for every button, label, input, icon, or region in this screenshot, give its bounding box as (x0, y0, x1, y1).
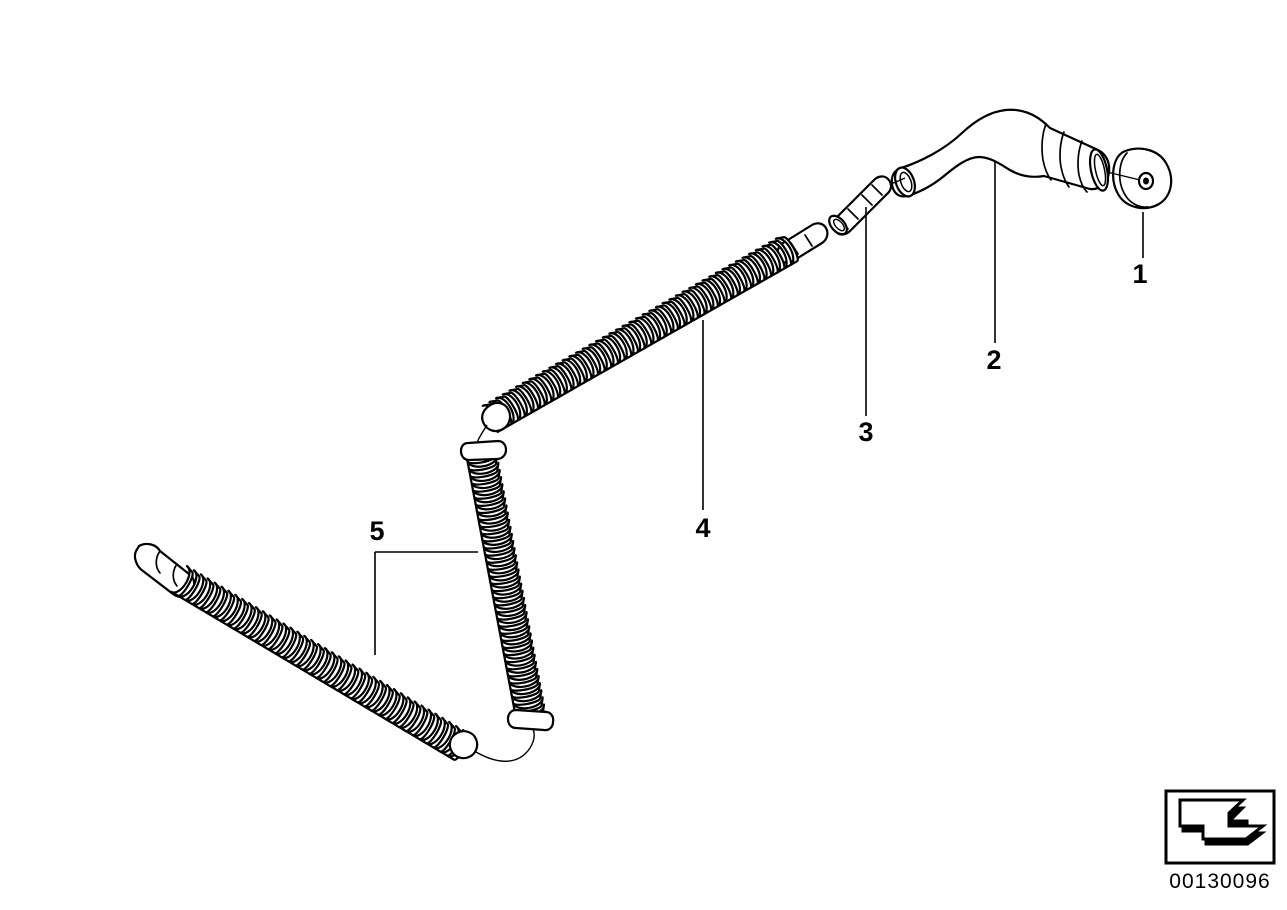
connector-left-bore (832, 218, 846, 232)
collar-rib-3 (1077, 140, 1088, 193)
part-5-lower-corrugated-hose[interactable] (133, 439, 555, 762)
connector-rib-3 (861, 194, 873, 206)
callout-number-1: 1 (1132, 259, 1147, 289)
hose5-cuff-rib-1 (155, 550, 161, 574)
callout-leader-lines (374, 162, 1144, 655)
callout-number-3: 3 (858, 417, 873, 447)
hose4-cuff-rib-2 (804, 234, 813, 247)
collar-rib-2 (1059, 131, 1070, 188)
hose5-cuff-rib-2 (172, 563, 178, 587)
diagram-id-number: 00130096 (1169, 870, 1270, 893)
hose5-diagonal-right-end (448, 730, 479, 760)
part-3-connector-nipple[interactable] (826, 175, 906, 237)
collar-rib-1 (1041, 123, 1052, 181)
part-1-sealing-cap[interactable] (1112, 147, 1173, 210)
hose-body (890, 108, 1111, 198)
hose5-vertical-corrugation-group (463, 440, 547, 728)
hose5-vertical-top-end (459, 439, 508, 462)
hose4-corrugation-group (481, 236, 799, 433)
cap-center-hole-inner (1143, 177, 1149, 185)
hose-right-bore (1093, 153, 1107, 187)
leader-line-5 (374, 551, 478, 655)
connector-assembly-guide-line (890, 177, 906, 185)
hose5-v-junction-link (475, 728, 535, 762)
hose5-vertical-bottom-end (506, 708, 555, 732)
diagram-footer: 00130096 (1164, 789, 1276, 893)
cap-rim-edge (1118, 152, 1149, 208)
arrow-up-left-3d-icon (1178, 798, 1268, 841)
hose4-corrugation-ring (774, 236, 799, 266)
callout-number-2: 2 (986, 345, 1001, 375)
hose-left-bore (899, 171, 913, 193)
part-2-curved-vacuum-hose[interactable] (890, 108, 1141, 199)
connector-rib-4 (871, 184, 883, 196)
connector-rib-2 (847, 208, 859, 220)
cap-assembly-guide-line (1106, 171, 1141, 181)
hose4-lower-end (481, 401, 512, 433)
part-4-upper-corrugated-hose[interactable] (475, 222, 829, 448)
callout-number-4: 4 (695, 513, 710, 543)
callout-number-5: 5 (369, 516, 384, 546)
hose5-diagonal-corrugation-group (170, 565, 470, 761)
